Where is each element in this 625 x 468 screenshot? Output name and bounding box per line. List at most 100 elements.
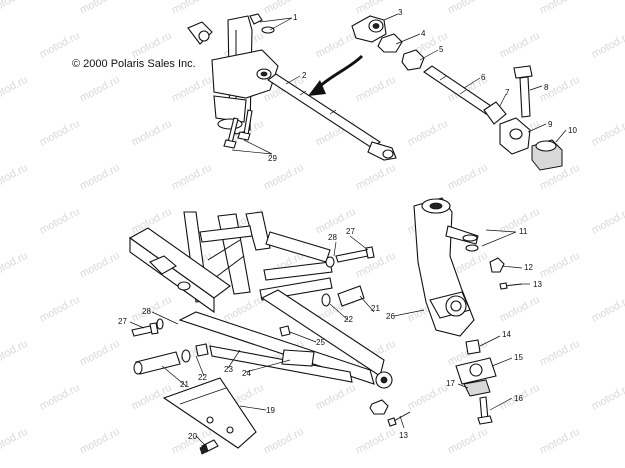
- callout-1: 1: [293, 13, 298, 22]
- watermark-text: motod.ru: [0, 426, 30, 457]
- watermark-text: motod.ru: [590, 206, 625, 237]
- callouts: 1 2 3 4 5 6 7 8 9 10 29 11 12 13 14 15 1…: [118, 8, 577, 441]
- watermark-text: motod.ru: [262, 426, 306, 457]
- steering-post-assembly: [187, 13, 279, 149]
- watermark-text: motod.ru: [0, 250, 30, 281]
- watermark-text: motod.ru: [354, 426, 398, 457]
- watermark-text: motod.ru: [170, 162, 214, 193]
- leader-lines: [129, 13, 567, 447]
- callout-27-upper: 27: [346, 227, 355, 236]
- watermark-text: motod.ru: [262, 162, 306, 193]
- callout-25: 25: [316, 338, 325, 347]
- watermark-text: motod.ru: [446, 0, 490, 17]
- tie-rod-end-exploded: [351, 15, 563, 171]
- assembly-arrow: [308, 54, 364, 96]
- grease-fitting: [279, 325, 291, 337]
- watermark-text: motod.ru: [446, 426, 490, 457]
- callout-22-lower: 22: [198, 373, 207, 382]
- skid-bolt: [199, 439, 219, 455]
- callout-29: 29: [268, 154, 277, 163]
- watermark-text: motod.ru: [354, 74, 398, 105]
- callout-2: 2: [302, 71, 307, 80]
- callout-15: 15: [514, 353, 523, 362]
- watermark-text: motod.ru: [0, 338, 30, 369]
- watermark-text: motod.ru: [262, 0, 306, 17]
- callout-11: 11: [519, 227, 528, 236]
- cotter-pin-upper: [499, 282, 523, 290]
- watermark-text: motod.ru: [314, 382, 358, 413]
- callout-24: 24: [242, 369, 251, 378]
- watermark-text: motod.ru: [590, 294, 625, 325]
- watermark-text: motod.ru: [538, 0, 582, 17]
- a-arm-nut: [369, 399, 389, 415]
- callout-10: 10: [568, 126, 577, 135]
- watermark-text: motod.ru: [0, 0, 30, 17]
- watermark-text: motod.ru: [78, 162, 122, 193]
- watermark-text: motod.ru: [446, 162, 490, 193]
- cotter-pin-lower: [387, 411, 411, 427]
- watermark-text: motod.ru: [38, 382, 82, 413]
- copyright-notice: © 2000 Polaris Sales Inc.: [72, 58, 196, 70]
- watermark-text: motod.ru: [406, 382, 450, 413]
- callout-19: 19: [266, 406, 275, 415]
- callout-3: 3: [398, 8, 403, 17]
- callout-28-upper: 28: [328, 233, 337, 242]
- watermark-text: motod.ru: [78, 0, 122, 17]
- watermark-text: motod.ru: [498, 294, 542, 325]
- watermark-layer: motod.ru motod.ru motod.ru motod.ru motod.ru…: [0, 0, 625, 457]
- callout-26: 26: [386, 312, 395, 321]
- watermark-text: motod.ru: [130, 294, 174, 325]
- watermark-text: motod.ru: [222, 294, 266, 325]
- spindle-hardware: [462, 234, 505, 273]
- watermark-text: motod.ru: [538, 250, 582, 281]
- callout-6: 6: [481, 73, 486, 82]
- watermark-text: motod.ru: [78, 338, 122, 369]
- frame-section: [128, 211, 333, 314]
- callout-27-lower: 27: [118, 317, 127, 326]
- watermark-text: motod.ru: [78, 250, 122, 281]
- watermark-text: motod.ru: [538, 338, 582, 369]
- watermark-text: motod.ru: [78, 426, 122, 457]
- a-arm: [178, 289, 393, 389]
- callout-13-upper: 13: [533, 280, 542, 289]
- watermark-text: motod.ru: [590, 118, 625, 149]
- frame-bolts-upper: [325, 246, 375, 268]
- watermark-text: motod.ru: [354, 0, 398, 17]
- ball-joint: [455, 339, 497, 397]
- callout-28-lower: 28: [142, 307, 151, 316]
- watermark-text: motod.ru: [38, 118, 82, 149]
- skid-plate: [162, 377, 257, 449]
- callout-13-lower: 13: [399, 431, 408, 440]
- callout-5: 5: [439, 45, 444, 54]
- watermark-text: motod.ru: [590, 30, 625, 61]
- watermark-text: motod.ru: [130, 30, 174, 61]
- callout-12: 12: [524, 263, 533, 272]
- callout-16: 16: [514, 394, 523, 403]
- frame-bolts-lower: [131, 318, 164, 337]
- tie-rod: [267, 73, 397, 161]
- watermark-text: motod.ru: [538, 426, 582, 457]
- watermark-text: motod.ru: [38, 30, 82, 61]
- callout-9: 9: [548, 120, 553, 129]
- callout-21-lower: 21: [180, 380, 189, 389]
- callout-4: 4: [421, 29, 426, 38]
- bushings: [133, 285, 365, 375]
- watermark-text: motod.ru: [498, 30, 542, 61]
- ball-joint-bolt: [477, 396, 493, 425]
- watermark-text: motod.ru: [314, 30, 358, 61]
- watermark-text: motod.ru: [170, 0, 214, 17]
- watermark-text: motod.ru: [38, 206, 82, 237]
- callout-8: 8: [544, 83, 549, 92]
- callout-20: 20: [188, 432, 197, 441]
- watermark-text: motod.ru: [0, 74, 30, 105]
- watermark-text: motod.ru: [354, 162, 398, 193]
- spindle: [413, 197, 479, 337]
- callout-21-upper: 21: [371, 304, 380, 313]
- watermark-text: motod.ru: [130, 118, 174, 149]
- watermark-text: motod.ru: [38, 294, 82, 325]
- callout-14: 14: [502, 330, 511, 339]
- watermark-text: motod.ru: [590, 382, 625, 413]
- watermark-text: motod.ru: [78, 74, 122, 105]
- callout-17: 17: [446, 379, 455, 388]
